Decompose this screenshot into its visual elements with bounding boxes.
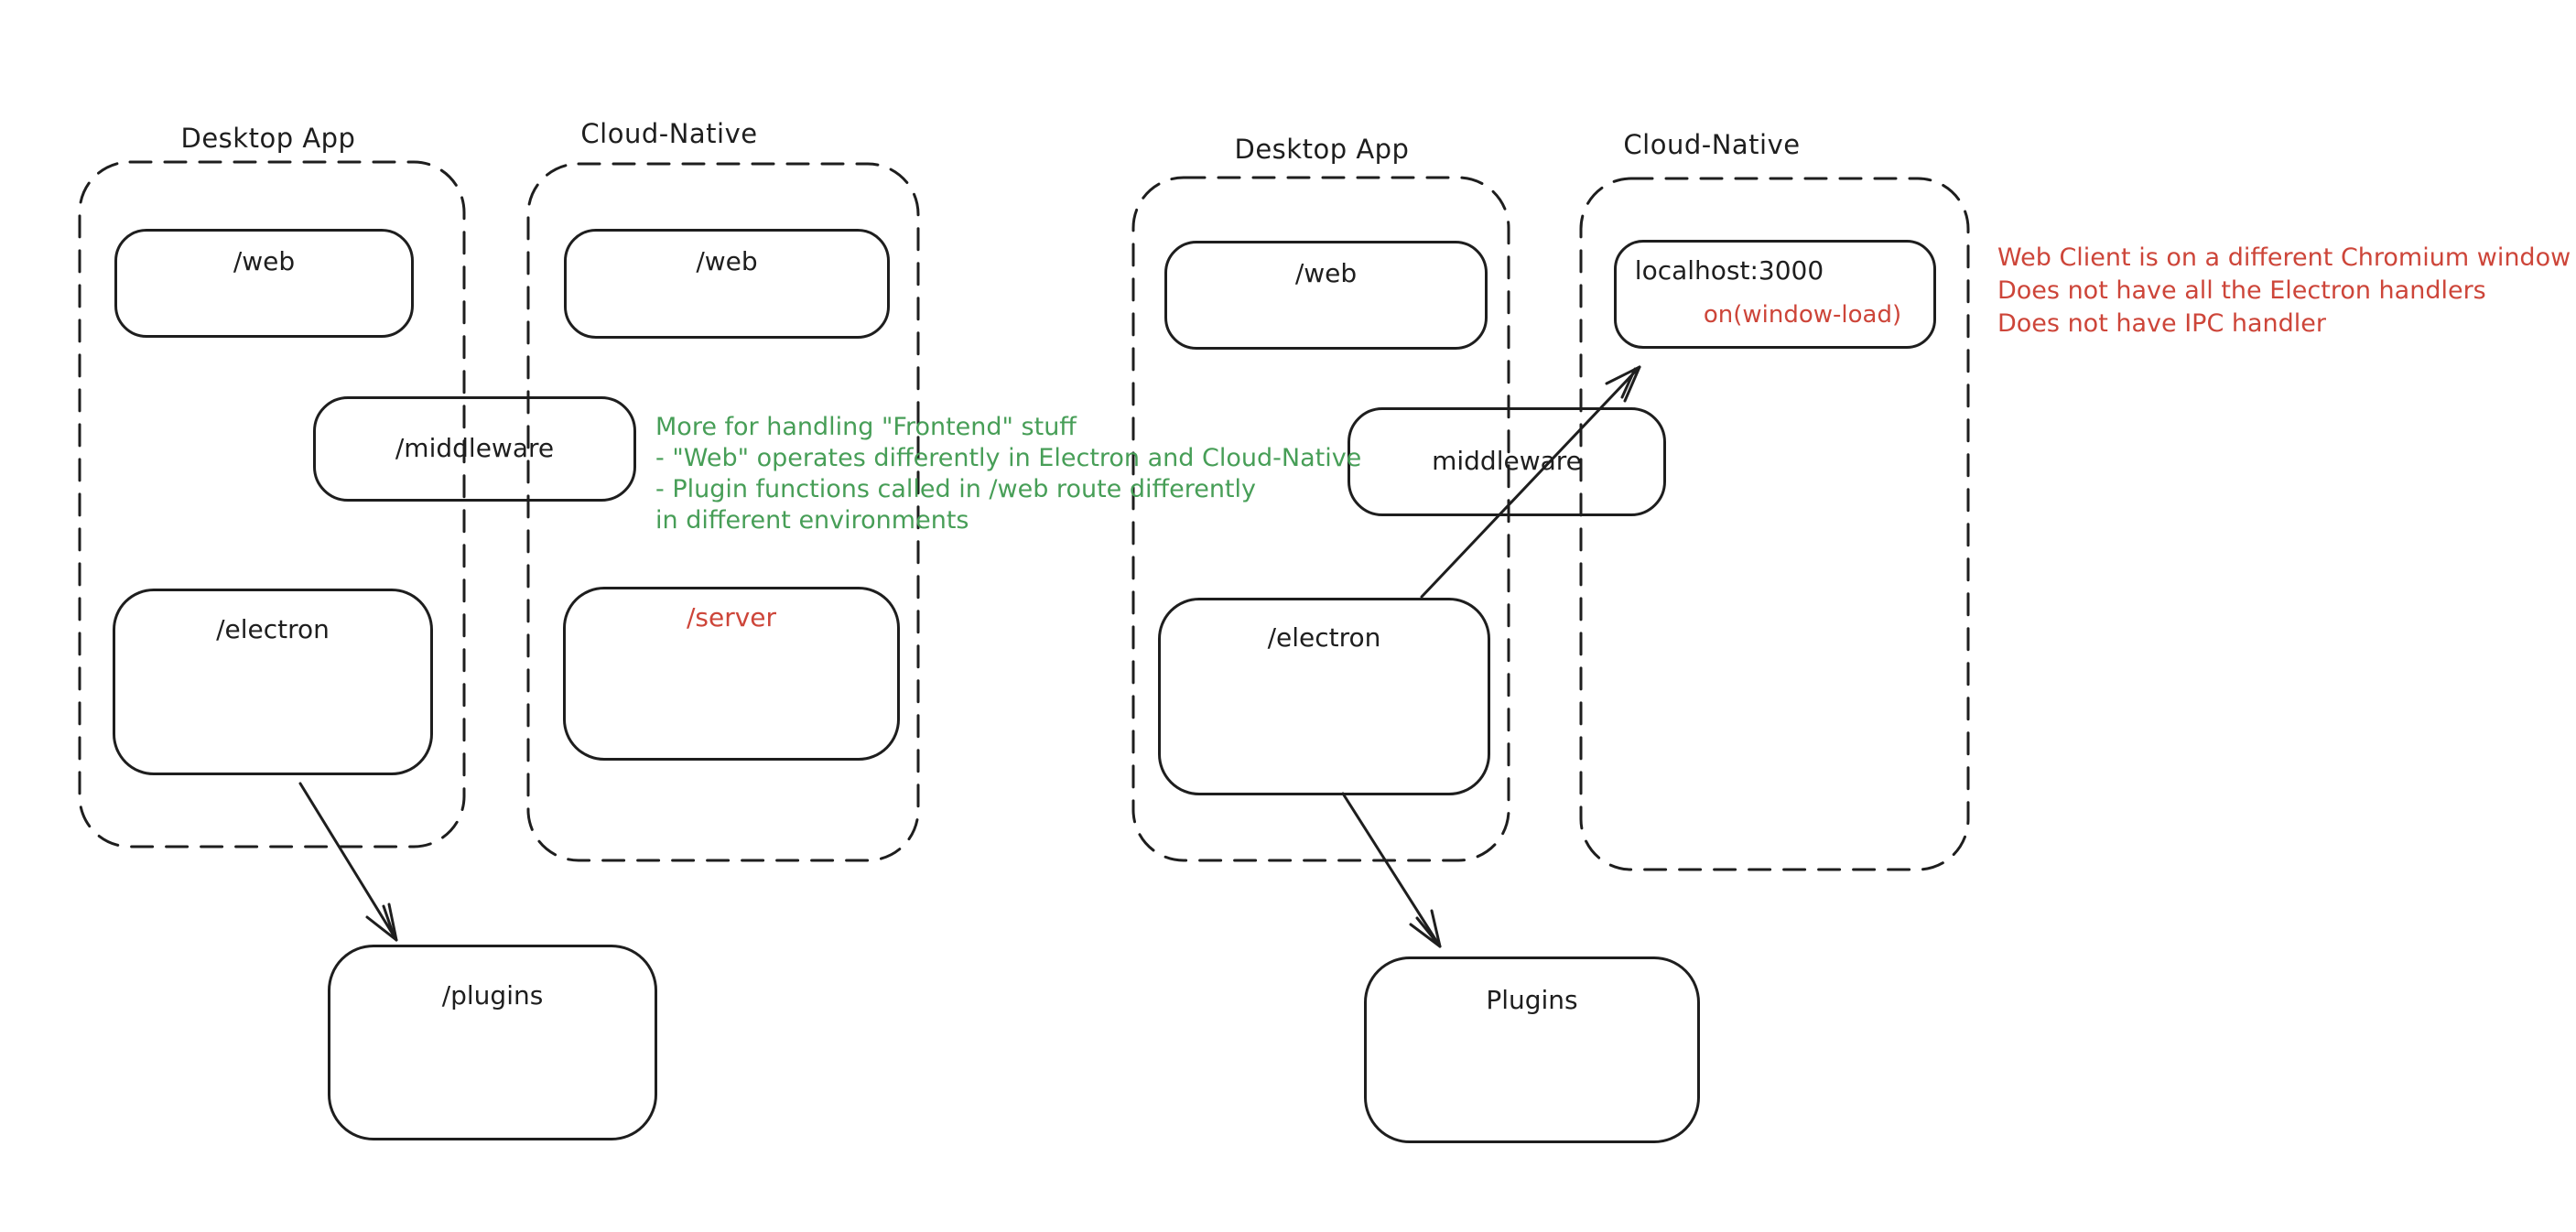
label-left-cloud-native[interactable]: Cloud-Native (580, 118, 758, 149)
container-left-desktop-app[interactable] (78, 160, 466, 848)
note-red-line-1: Web Client is on a different Chromium wi… (1997, 243, 2571, 272)
node-right-localhost[interactable]: localhost:3000 on(window-load) (1614, 240, 1936, 349)
arrow-right-electron-to-localhost[interactable] (1420, 365, 1641, 599)
node-left-middleware[interactable]: /middleware (313, 396, 636, 502)
container-left-cloud-native[interactable] (526, 162, 920, 862)
node-left-server[interactable]: /server (563, 587, 900, 761)
note-green-line-1: More for handling "Frontend" stuff (655, 413, 1077, 441)
node-right-web[interactable]: /web (1164, 241, 1488, 350)
note-green-line-3: - Plugin functions called in /web route … (655, 475, 1257, 503)
label-left-desktop-app[interactable]: Desktop App (180, 123, 356, 154)
node-left-middleware-label: /middleware (395, 432, 555, 463)
node-left-plugins-label: /plugins (441, 980, 544, 1010)
note-red-line-3: Does not have IPC handler (1997, 309, 2327, 338)
node-right-localhost-label: localhost:3000 (1634, 255, 1824, 286)
node-left-electron[interactable]: /electron (113, 589, 433, 775)
note-red-web-client[interactable]: Web Client is on a different Chromium wi… (1997, 242, 2571, 340)
node-right-web-label: /web (1294, 258, 1358, 288)
node-left-cloud-web-label: /web (696, 246, 758, 276)
container-right-desktop-app[interactable] (1131, 176, 1510, 862)
note-green-frontend[interactable]: More for handling "Frontend" stuff - "We… (655, 412, 1361, 536)
node-left-plugins[interactable]: /plugins (328, 945, 657, 1140)
note-red-line-2: Does not have all the Electron handlers (1997, 276, 2486, 305)
node-left-server-label: /server (686, 602, 777, 632)
label-right-cloud-native[interactable]: Cloud-Native (1623, 129, 1801, 160)
node-right-middleware[interactable]: middleware (1348, 407, 1666, 516)
node-right-electron-label: /electron (1267, 622, 1381, 653)
node-left-cloud-web[interactable]: /web (564, 229, 890, 339)
node-left-web-label: /web (233, 246, 296, 276)
node-right-middleware-label: middleware (1432, 445, 1582, 476)
container-right-cloud-native[interactable] (1579, 177, 1970, 871)
note-green-line-4: in different environments (655, 506, 969, 535)
note-green-line-2: - "Web" operates differently in Electron… (655, 444, 1362, 472)
label-right-desktop-app[interactable]: Desktop App (1234, 134, 1410, 165)
node-right-electron[interactable]: /electron (1158, 598, 1490, 795)
arrow-left-electron-to-plugins[interactable] (298, 782, 398, 942)
node-left-electron-label: /electron (216, 614, 330, 644)
arrow-right-electron-to-plugins[interactable] (1341, 792, 1442, 948)
node-right-plugins[interactable]: Plugins (1364, 956, 1700, 1143)
node-right-plugins-label: Plugins (1486, 985, 1578, 1015)
node-right-localhost-event-label: on(window-load) (1703, 301, 1902, 329)
node-left-web[interactable]: /web (114, 229, 414, 338)
